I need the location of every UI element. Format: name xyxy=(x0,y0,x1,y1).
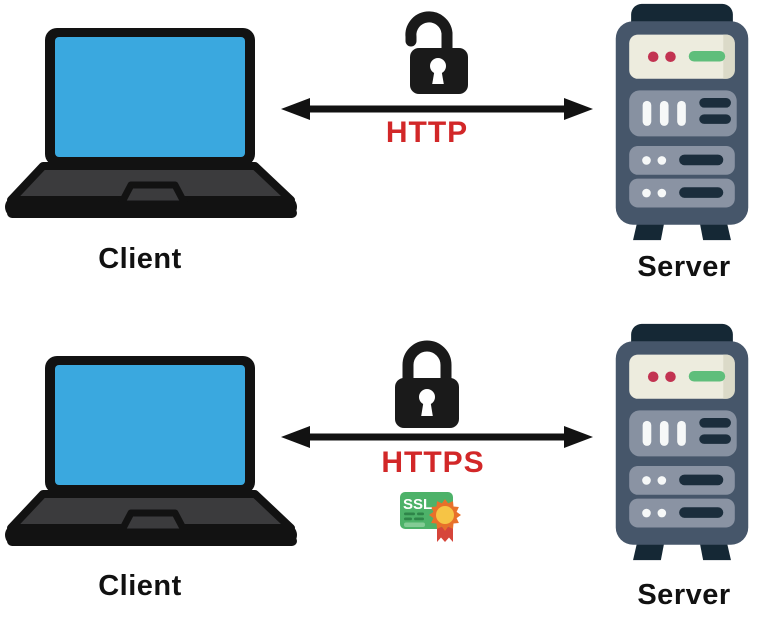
https-protocol-label: HTTPS xyxy=(381,446,485,479)
client-label: Client xyxy=(98,243,182,275)
server-label: Server xyxy=(637,579,731,611)
client-label: Client xyxy=(98,570,182,602)
unlocked-padlock-icon xyxy=(398,6,478,98)
laptop-icon xyxy=(5,348,301,548)
laptop-icon xyxy=(5,20,301,220)
ssl-certificate-icon: SSL xyxy=(396,486,466,544)
server-rack-icon xyxy=(610,322,754,562)
http-protocol-label: HTTP xyxy=(385,116,469,149)
server-rack-icon xyxy=(610,2,754,242)
locked-padlock-icon xyxy=(391,340,467,432)
server-label: Server xyxy=(637,251,731,283)
ssl-certificate-text: SSL xyxy=(403,496,432,513)
